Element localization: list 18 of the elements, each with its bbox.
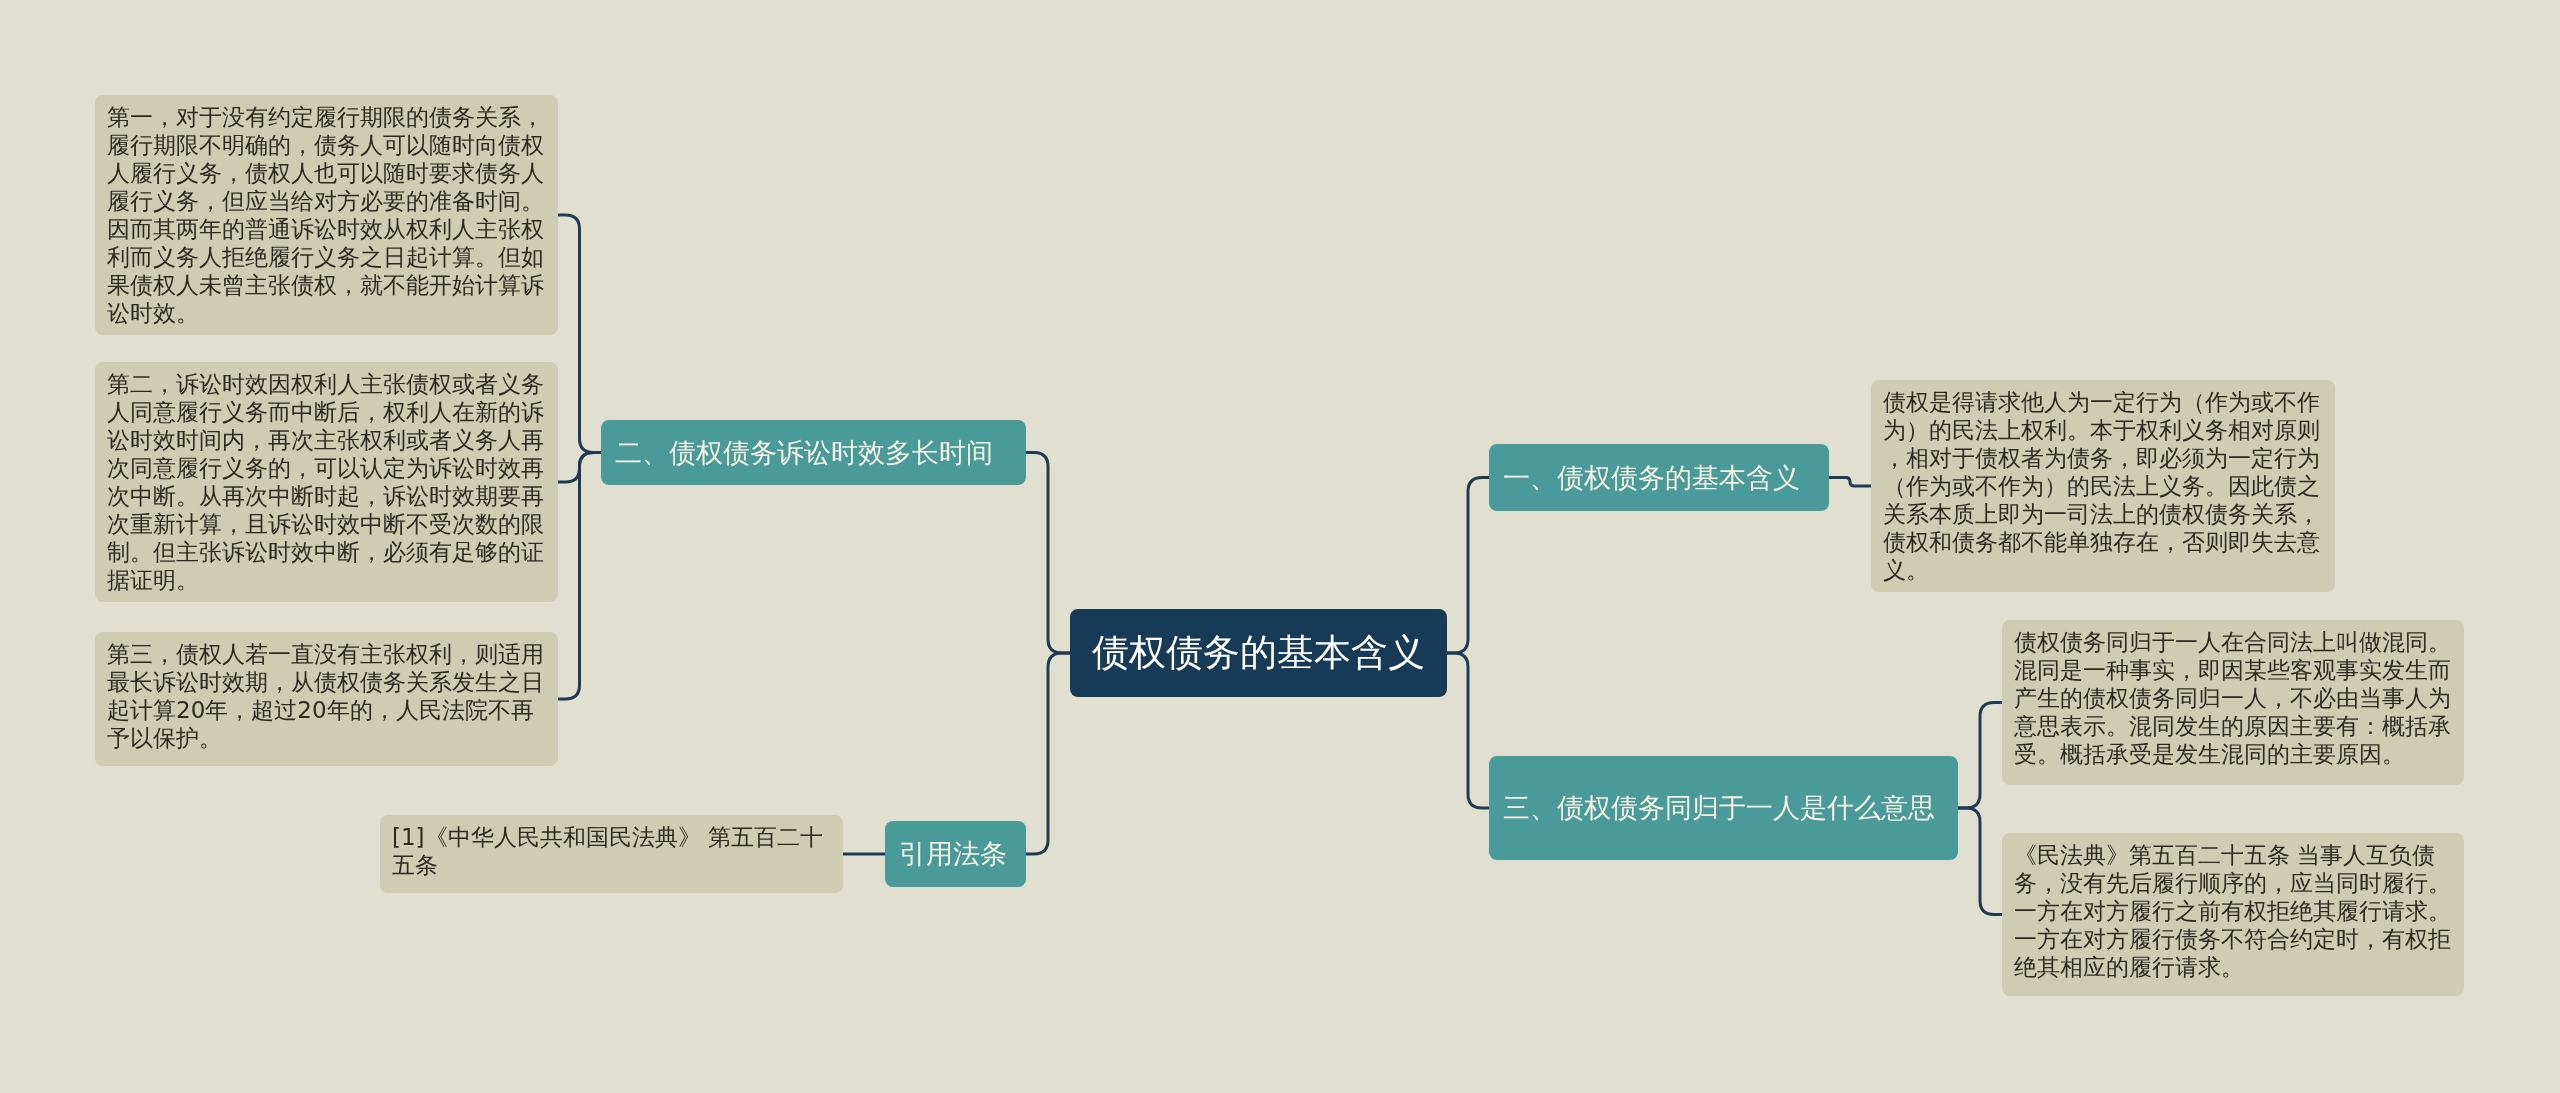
note-box: 《民法典》第五百二十五条 当事人互负债务，没有先后履行顺序的，应当同时履行。一方在对方履行之前有权拒绝其履行请求。一方在对方履行债务不符合约定时，有权拒绝其相应的履行请求。	[2002, 833, 2464, 996]
connector-line	[1026, 651, 1070, 856]
note-box: [1]《中华人民共和国民法典》 第五百二十五条	[380, 815, 843, 893]
note-box: 第一，对于没有约定履行期限的债务关系，履行期限不明确的，债务人可以随时向债权人履行义务，债权人也可以随时要求债务人履行义务，但应当给对方必要的准备时间。因而其两年的普通诉讼时效从权利人主张权利而义务人拒绝履行义务之日起计算。但如果债权人未曾主张债权，就不能开始计算诉讼时效。	[95, 95, 558, 335]
connector-line	[1447, 651, 1489, 810]
note-box: 债权债务同归于一人在合同法上叫做混同。混同是一种事实，即因某些客观事实发生而产生的债权债务同归一人，不必由当事人为意思表示。混同发生的原因主要有：概括承受。概括承受是发生混同的主要原因。	[2002, 620, 2464, 785]
topic-box: 一、债权债务的基本含义	[1489, 444, 1829, 511]
connector-line	[1829, 476, 1871, 488]
central-topic: 债权债务的基本含义	[1070, 609, 1447, 697]
topic-box: 三、债权债务同归于一人是什么意思	[1489, 756, 1958, 860]
connector-line	[843, 852, 885, 856]
connector-line	[1958, 806, 2002, 916]
note-box: 第三，债权人若一直没有主张权利，则适用最长诉讼时效期，从债权债务关系发生之日起计算20年，超过20年的，人民法院不再予以保护。	[95, 632, 558, 766]
connector-line	[558, 451, 601, 701]
topic-box: 二、债权债务诉讼时效多长时间	[601, 420, 1026, 485]
note-box: 第二，诉讼时效因权利人主张债权或者义务人同意履行义务而中断后，权利人在新的诉讼时效时间内，再次主张权利或者义务人再次同意履行义务的，可以认定为诉讼时效再次中断。从再次中断时起，诉讼时效期要再次重新计算，且诉讼时效中断不受次数的限制。但主张诉讼时效中断，必须有足够的证据证明。	[95, 362, 558, 602]
note-box: 债权是得请求他人为一定行为（作为或不作为）的民法上权利。本于权利义务相对原则，相对于债权者为债务，即必须为一定行为（作为或不作为）的民法上义务。因此债之关系本质上即为一司法上的债权债务关系，债权和债务都不能单独存在，否则即失去意义。	[1871, 380, 2335, 592]
topic-box: 引用法条	[885, 821, 1026, 887]
